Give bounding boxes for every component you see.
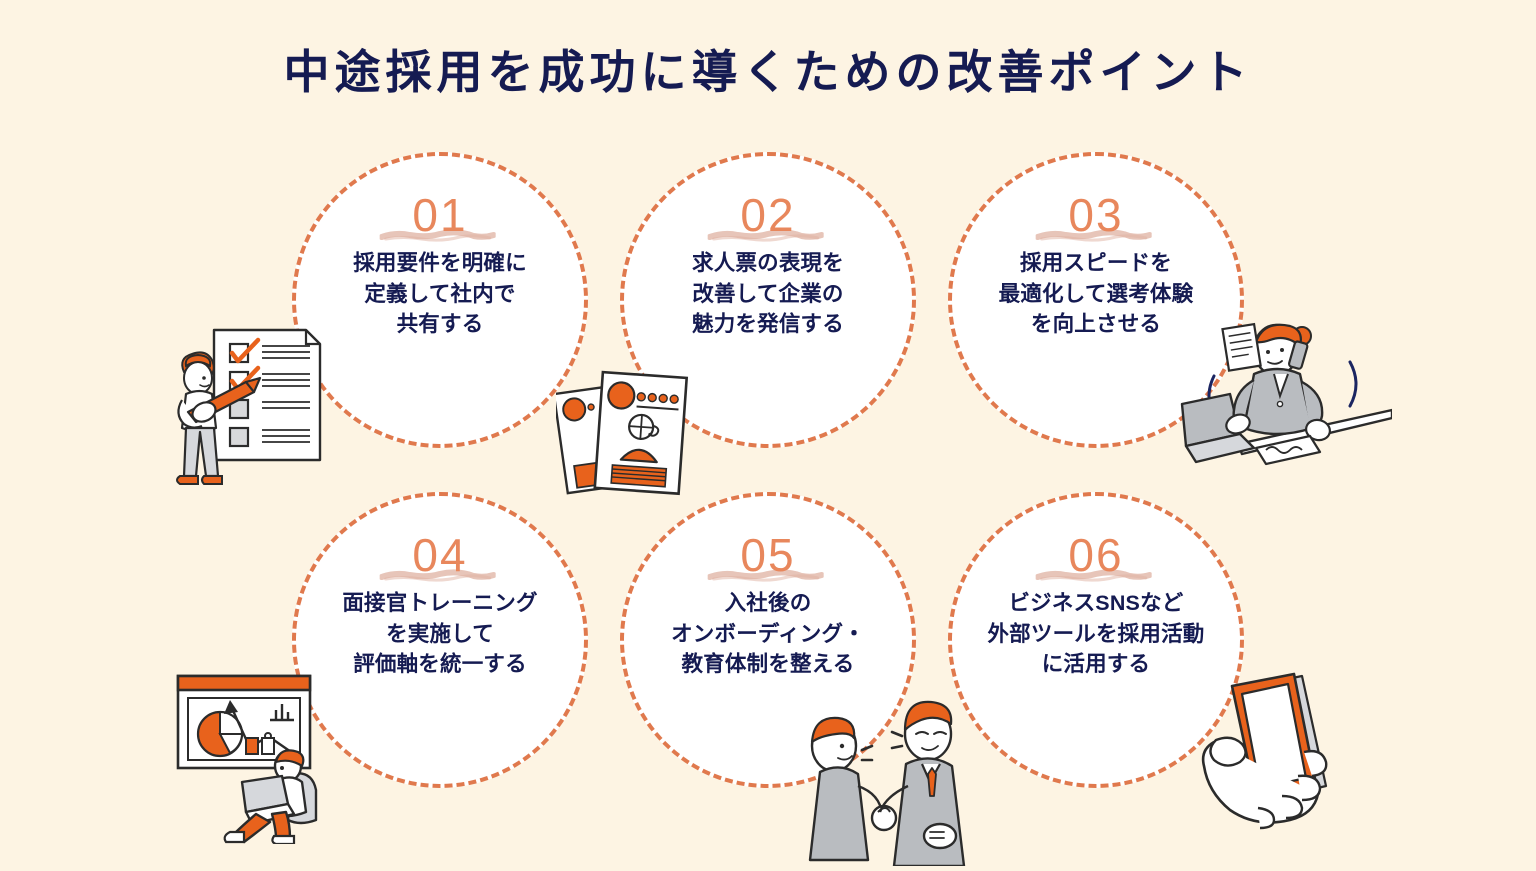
- card-caption-05: 入社後の オンボーディング・ 教育体制を整える: [639, 588, 897, 680]
- point-card-01[interactable]: 01 採用要件を明確に 定義して社内で 共有する: [292, 152, 588, 448]
- job-posting-flyers-icon: [552, 368, 720, 520]
- person-checklist-pen-icon: [158, 320, 350, 520]
- card-number-03: 03: [1068, 189, 1124, 241]
- card-caption-line: 評価軸を統一する: [353, 652, 527, 677]
- brush-underline-02: [707, 229, 824, 242]
- busy-recruiter-desk-icon: [1178, 298, 1394, 502]
- card-number-05: 05: [740, 529, 796, 581]
- point-card-03[interactable]: 03 採用スピードを 最適化して選考体験 を向上させる: [948, 152, 1244, 448]
- card-caption-line: 最適化して選考体験: [998, 281, 1194, 306]
- card-caption-line: に活用する: [1041, 652, 1151, 677]
- card-caption-06: ビジネスSNSなど 外部ツールを採用活動 に活用する: [967, 588, 1225, 680]
- card-caption-line: 魅力を発信する: [692, 312, 844, 337]
- card-number-02: 02: [740, 189, 796, 241]
- card-caption-line: を向上させる: [1030, 312, 1162, 337]
- card-number-06: 06: [1068, 529, 1124, 581]
- brush-underline-06: [1035, 569, 1152, 582]
- card-number-04: 04: [412, 529, 468, 581]
- brush-underline-04: [379, 569, 496, 582]
- card-caption-line: オンボーディング・: [671, 621, 865, 646]
- card-caption-line: 採用要件を明確に: [353, 251, 527, 275]
- two-people-talking-icon: [772, 690, 984, 868]
- card-number-01: 01: [412, 189, 468, 241]
- card-caption-line: 面接官トレーニング: [342, 591, 538, 615]
- brush-underline-05: [707, 569, 824, 582]
- card-number-wrap-02: 02: [707, 189, 824, 242]
- card-caption-line: 採用スピードを: [1020, 251, 1172, 275]
- card-caption-line: 外部ツールを採用活動: [987, 621, 1205, 646]
- card-caption-line: 教育体制を整える: [681, 652, 855, 677]
- card-number-wrap-05: 05: [707, 529, 824, 582]
- card-number-wrap-04: 04: [379, 529, 496, 582]
- card-number-wrap-01: 01: [379, 189, 496, 242]
- point-card-06[interactable]: 06 ビジネスSNSなど 外部ツールを採用活動 に活用する: [948, 492, 1244, 788]
- card-caption-line: を実施して: [386, 621, 494, 646]
- card-number-wrap-03: 03: [1035, 189, 1152, 242]
- card-caption-line: 改善して企業の: [692, 281, 844, 306]
- point-card-05[interactable]: 05 入社後の オンボーディング・ 教育体制を整える: [620, 492, 916, 788]
- card-caption-02: 求人票の表現を 改善して企業の 魅力を発信する: [639, 248, 897, 340]
- card-caption-line: 入社後の: [724, 591, 812, 615]
- card-caption-line: 定義して社内で: [364, 281, 516, 306]
- presentation-charts-laptop-icon: [172, 662, 354, 846]
- card-caption-01: 採用要件を明確に 定義して社内で 共有する: [311, 248, 569, 340]
- card-caption-line: 求人票の表現を: [692, 251, 844, 275]
- point-card-04[interactable]: 04 面接官トレーニング を実施して 評価軸を統一する: [292, 492, 588, 788]
- card-number-wrap-06: 06: [1035, 529, 1152, 582]
- hand-holding-smartphone-icon: [1198, 666, 1414, 864]
- card-caption-03: 採用スピードを 最適化して選考体験 を向上させる: [967, 248, 1225, 340]
- brush-underline-03: [1035, 229, 1152, 242]
- point-card-02[interactable]: 02 求人票の表現を 改善して企業の 魅力を発信する: [620, 152, 916, 448]
- card-caption-line: 共有する: [396, 312, 484, 337]
- page-title: 中途採用を成功に導くための改善ポイント: [283, 46, 1253, 98]
- card-caption-line: ビジネスSNSなど: [1008, 591, 1184, 615]
- card-caption-04: 面接官トレーニング を実施して 評価軸を統一する: [311, 588, 569, 680]
- brush-underline-01: [379, 229, 496, 242]
